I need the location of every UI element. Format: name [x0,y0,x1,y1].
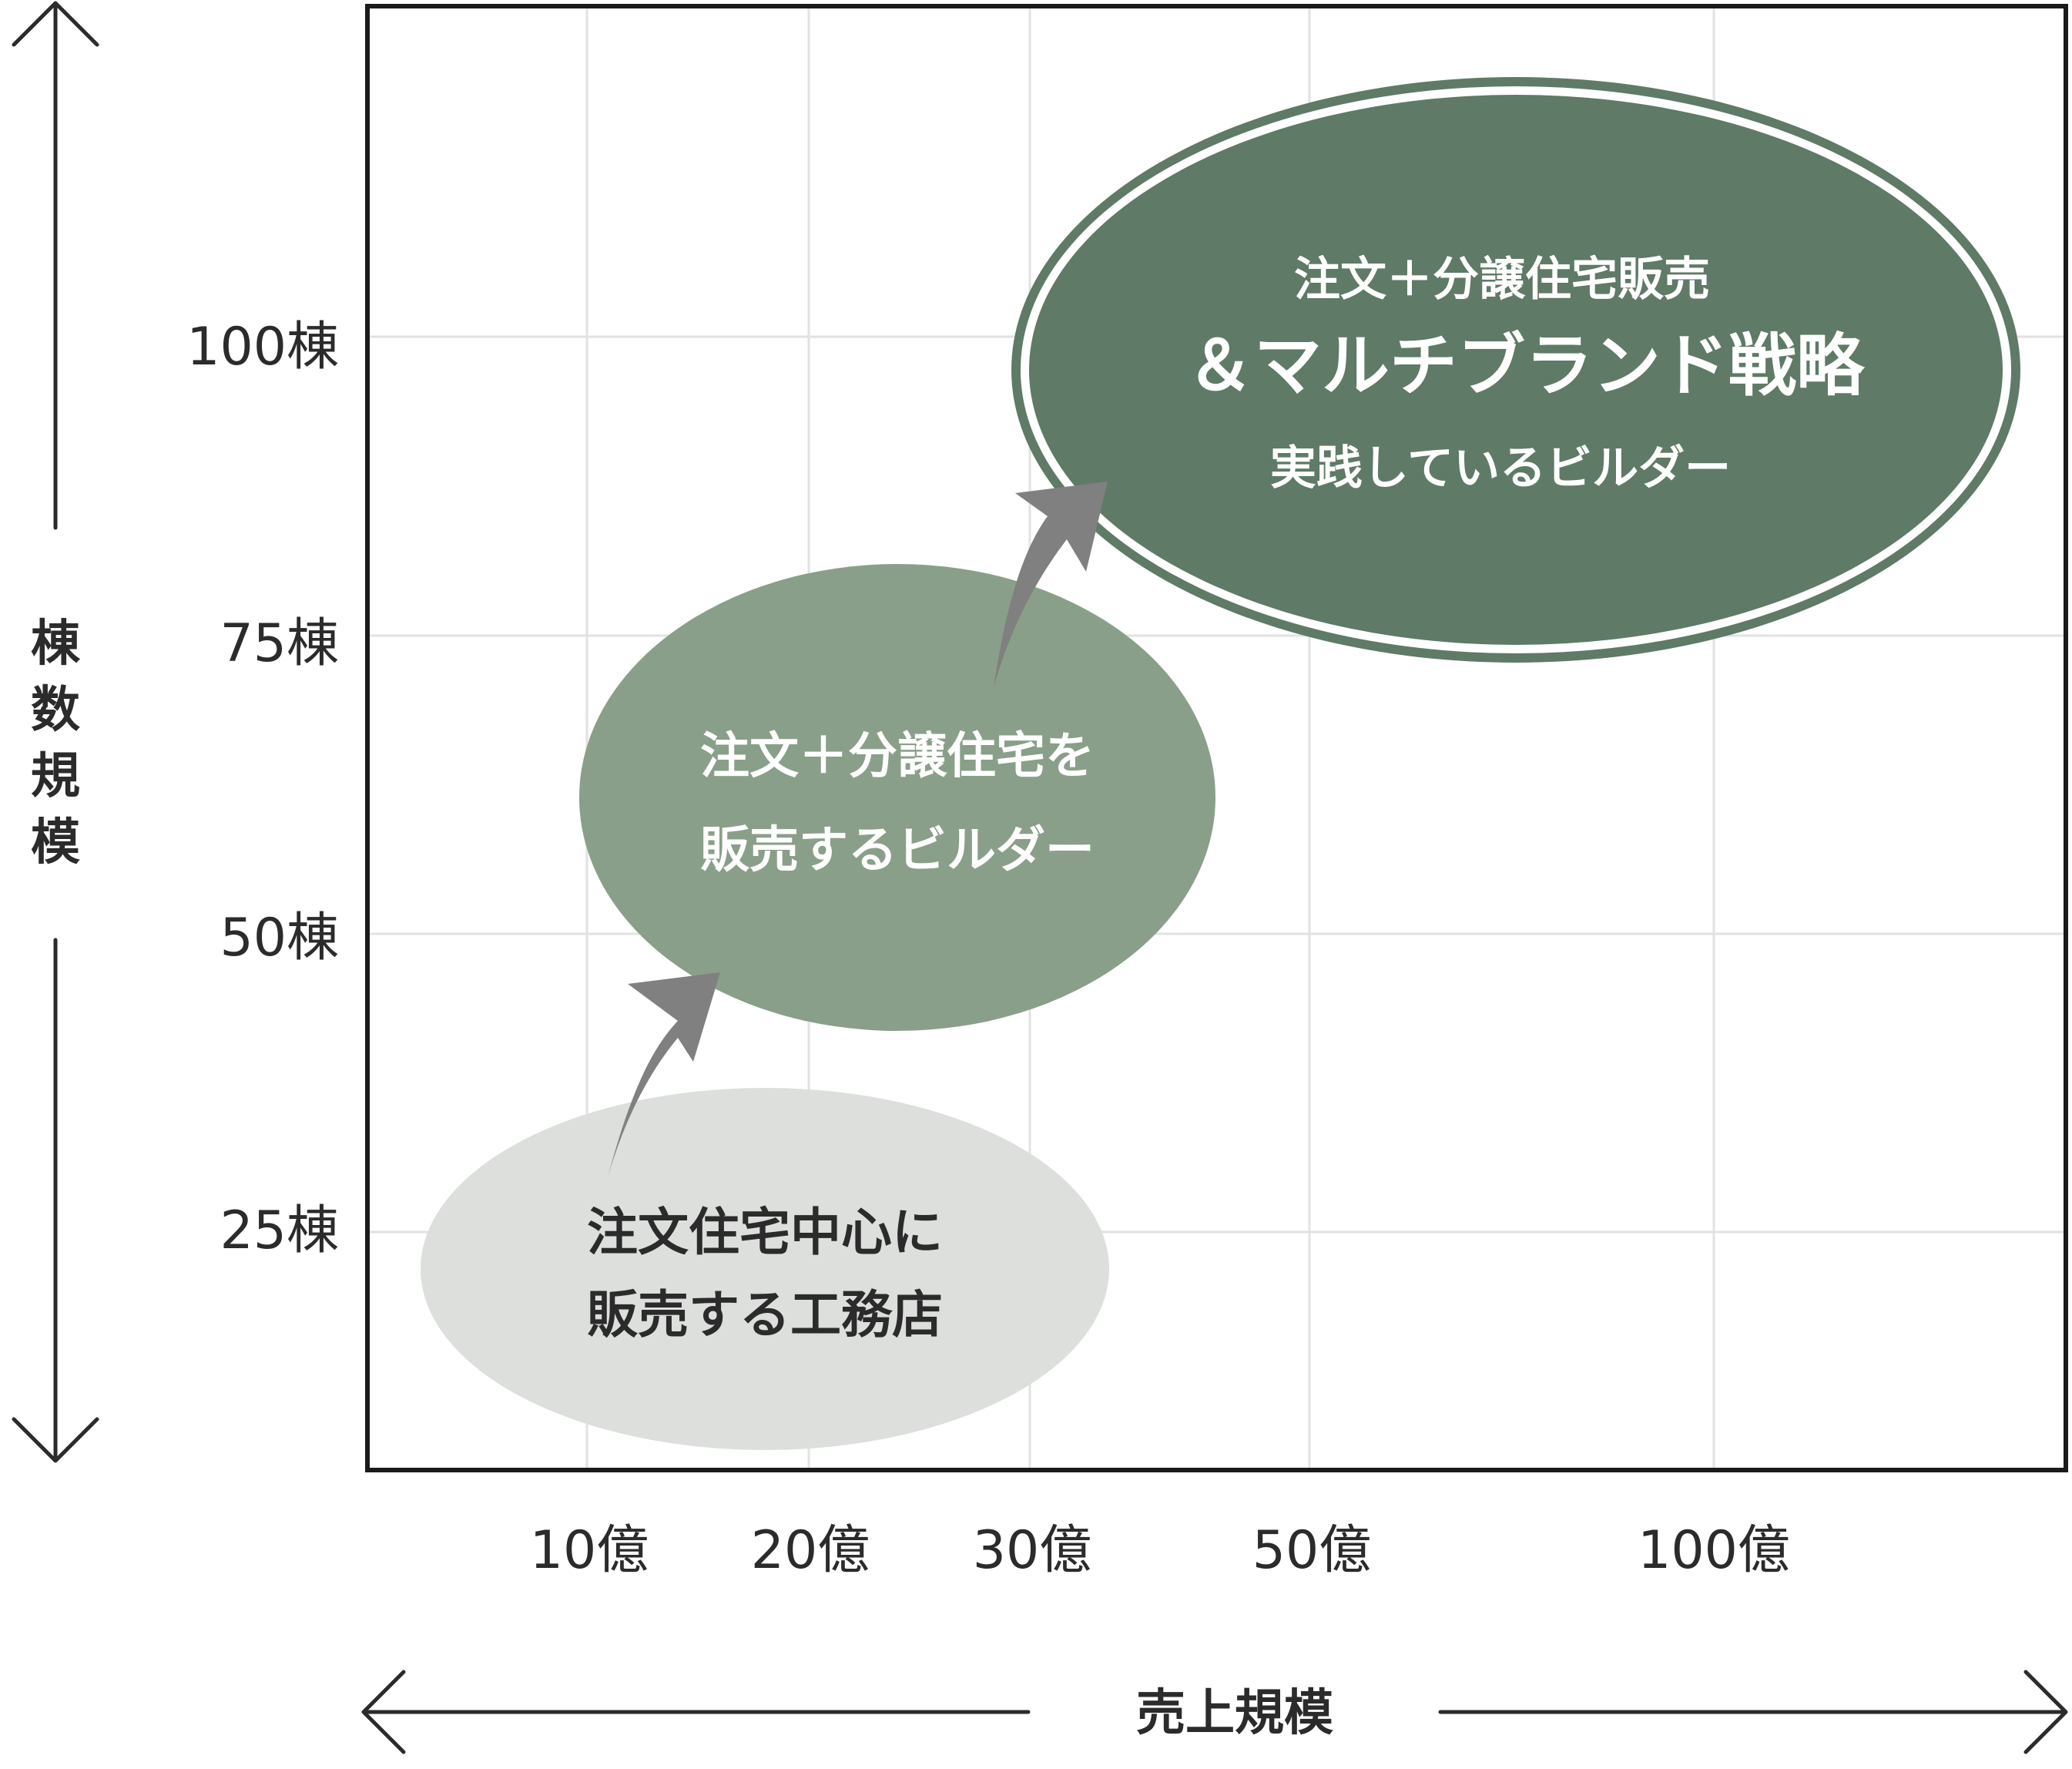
y-axis-arrow [12,1,99,1463]
stage-2-bubble [579,564,1215,1031]
x-tick-50: 50億 [1252,1520,1372,1581]
x-tick-30: 30億 [973,1520,1092,1581]
progress-arrow-1 [607,972,720,1180]
y-axis-title-char-2: 数 [31,682,80,739]
x-axis-arrowhead-right [2023,1670,2068,1754]
stage-3-bubble [1029,95,2003,645]
y-tick-25: 25棟 [220,1200,339,1261]
y-axis-title-char-4: 模 [31,814,80,871]
y-tick-100: 100棟 [186,317,339,378]
y-axis-title-char-1: 棟 [31,616,81,673]
x-axis-arrow [361,1670,2068,1754]
y-axis-title-char-3: 規 [31,748,80,805]
x-axis-arrowhead-left [361,1670,406,1754]
y-axis-arrowhead-up [12,1,99,47]
x-tick-100: 100億 [1638,1520,1790,1581]
stage-3-line-3: 実践しているビルダー [1270,441,1731,495]
stage-3-line-2: ＆マルチブランド戦略 [1186,326,1866,405]
y-tick-50: 50棟 [220,908,339,968]
progress-arrow-2 [994,482,1108,688]
y-tick-75: 75棟 [220,613,339,674]
stage-3-line-1: 注文＋分譲住宅販売 [1294,253,1710,307]
x-tick-20: 20億 [751,1520,870,1581]
stage-1-line-1: 注文住宅中心に [587,1203,943,1262]
x-axis-title: 売上規模 [1136,1685,1333,1742]
stage-2-line-1: 注文＋分譲住宅を [700,728,1095,785]
stage-1-line-2: 販売する工務店 [587,1285,943,1344]
stage-1-bubble [421,1088,1109,1450]
y-axis-arrowhead-down [12,1417,99,1463]
plot-frame [365,4,2068,1472]
stage-2-line-2: 販売するビルダー [700,822,1095,879]
x-tick-10: 10億 [530,1520,649,1581]
